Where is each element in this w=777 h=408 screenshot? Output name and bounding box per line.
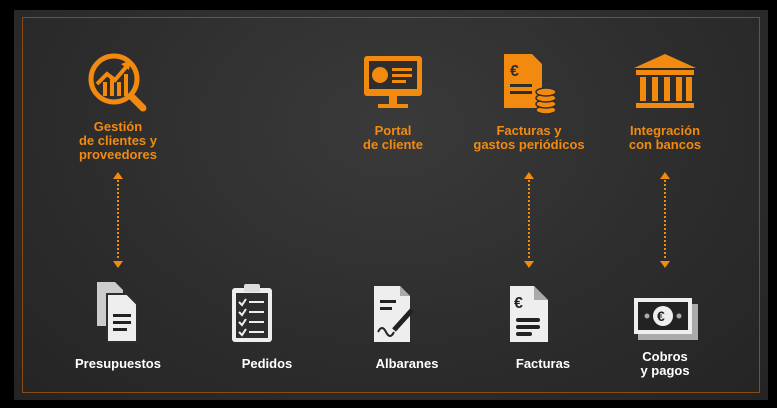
label-line: Presupuestos — [75, 356, 161, 371]
label-gestion-clientes: Gestión de clientes y proveedores — [38, 120, 198, 162]
label-albaranes: Albaranes — [337, 357, 477, 371]
svg-text:€: € — [510, 63, 519, 80]
label-line: y pagos — [640, 363, 690, 378]
euro-invoice-icon: € — [510, 286, 548, 342]
signed-document-icon — [374, 286, 414, 342]
label-line: Facturas — [515, 356, 571, 371]
label-presupuestos: Presupuestos — [48, 357, 188, 371]
diagram-panel: Gestión de clientes y proveedores Portal… — [14, 10, 768, 400]
clipboard-checklist-icon — [232, 284, 272, 342]
invoice-coins-icon: € — [504, 54, 557, 115]
svg-text:€: € — [514, 295, 523, 312]
label-line: de clientes y — [78, 133, 158, 148]
label-line: con bancos — [628, 137, 702, 152]
label-line: Albaranes — [375, 356, 439, 371]
label-line: Portal — [374, 123, 412, 138]
label-facturas: Facturas — [473, 357, 613, 371]
label-pedidos: Pedidos — [197, 357, 337, 371]
panel-frame — [22, 17, 760, 393]
label-line: de cliente — [363, 137, 423, 152]
label-line: Integración — [629, 123, 701, 138]
label-line: gastos periódicos — [473, 137, 585, 152]
bidirectional-arrow-icon — [113, 172, 123, 268]
label-integracion-bancos: Integración con bancos — [585, 124, 745, 152]
monitor-dashboard-icon — [364, 56, 422, 108]
analytics-search-icon — [88, 53, 147, 112]
bank-icon — [634, 54, 696, 108]
bidirectional-arrow-icon — [524, 172, 534, 268]
label-portal-cliente: Portal de cliente — [313, 124, 473, 152]
label-line: proveedores — [78, 147, 158, 162]
label-cobros-pagos: Cobros y pagos — [595, 350, 735, 378]
label-line: Facturas y — [496, 123, 562, 138]
svg-text:€: € — [657, 308, 665, 324]
label-line: Pedidos — [241, 356, 293, 371]
bidirectional-arrow-icon — [660, 172, 670, 268]
banknotes-icon: € — [634, 298, 698, 340]
label-facturas-gastos: Facturas y gastos periódicos — [449, 124, 609, 152]
label-line: Gestión — [93, 119, 143, 134]
label-line: Cobros — [642, 349, 688, 364]
documents-icon — [97, 282, 138, 343]
